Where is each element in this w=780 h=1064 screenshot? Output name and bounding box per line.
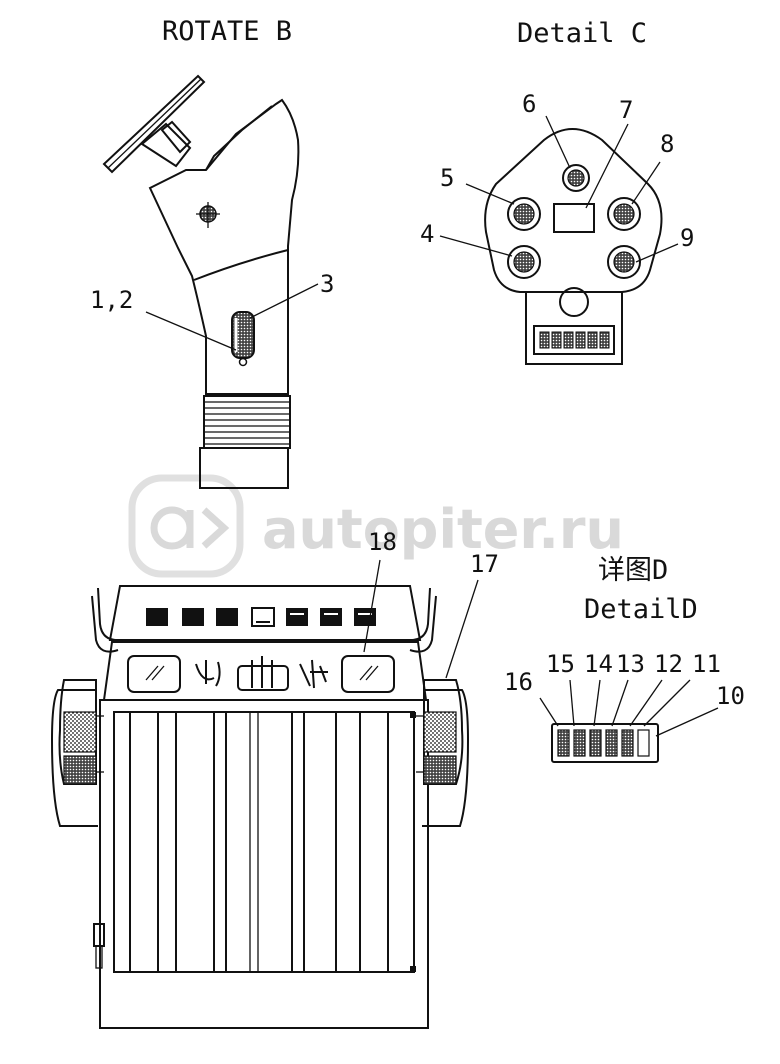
callout-9: 9 [680, 224, 694, 252]
pin-9 [607, 245, 641, 279]
callout-14: 14 [584, 650, 613, 678]
grille-panels [129, 712, 389, 972]
pin-4 [507, 245, 541, 279]
watermark: autopiter.ru [128, 474, 624, 578]
connector-drawing [484, 128, 663, 365]
brand-emblem [195, 656, 328, 691]
autopiter-logo-icon [128, 474, 244, 578]
terminal-block [533, 325, 615, 355]
range-switch [231, 311, 255, 367]
callout-7: 7 [619, 96, 633, 124]
title-detail-d-cn: 详图D [598, 555, 668, 586]
right-speaker-box [341, 655, 395, 693]
pin-5 [507, 197, 541, 231]
callout-15: 15 [546, 650, 575, 678]
callout-17: 17 [470, 550, 499, 578]
callout-12: 12 [654, 650, 683, 678]
right-mirror [416, 679, 470, 827]
left-speaker-box [127, 655, 181, 693]
callout-8: 8 [660, 130, 674, 158]
pin-6 [562, 164, 590, 192]
callout-1-2: 1,2 [90, 286, 133, 314]
callout-5: 5 [440, 164, 454, 192]
cab-front-drawing [50, 585, 470, 1029]
left-mirror [50, 679, 104, 827]
callout-16: 16 [504, 668, 533, 696]
title-rotate-b: ROTATE B [162, 16, 292, 47]
pin-7-key [553, 203, 595, 233]
roof-marker-lights [146, 607, 376, 627]
pin-8 [607, 197, 641, 231]
callout-3: 3 [320, 270, 334, 298]
callout-10: 10 [716, 682, 745, 710]
crosshair-mark [196, 202, 220, 228]
shift-lever-drawing [102, 74, 300, 489]
title-detail-c: Detail C [517, 18, 647, 49]
callout-18: 18 [368, 528, 397, 556]
watermark-text: autopiter.ru [262, 498, 624, 561]
title-detail-d: DetailD [584, 594, 698, 625]
bellows [203, 395, 291, 449]
switch-block-drawing [551, 723, 659, 763]
mount-hole [559, 287, 589, 317]
callout-13: 13 [616, 650, 645, 678]
callout-4: 4 [420, 220, 434, 248]
callout-6: 6 [522, 90, 536, 118]
callout-11: 11 [692, 650, 721, 678]
